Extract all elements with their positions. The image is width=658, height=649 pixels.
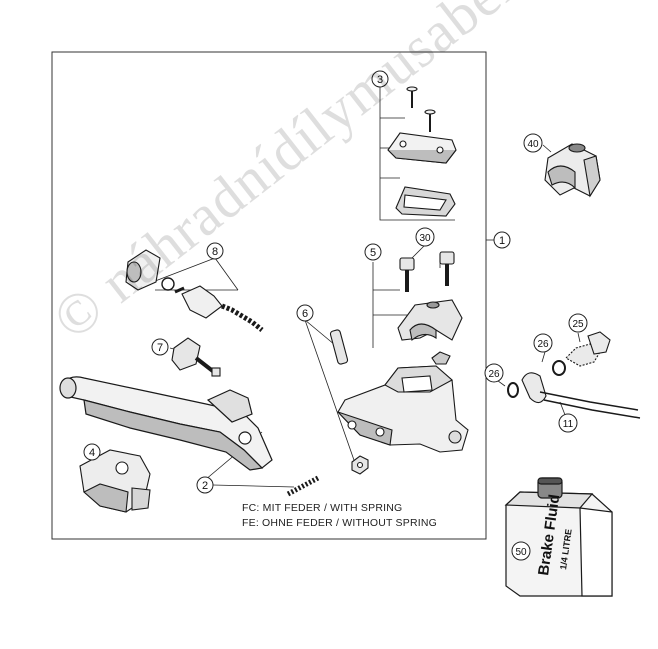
callout-26b: 26 bbox=[533, 333, 553, 353]
callout-4-label: 4 bbox=[89, 447, 95, 459]
part-lever-mount bbox=[79, 449, 151, 513]
part-master-cylinder bbox=[337, 351, 469, 453]
callout-26a: 26 bbox=[484, 363, 504, 383]
callout-6: 6 bbox=[296, 304, 314, 322]
callout-4: 4 bbox=[83, 443, 101, 461]
note-fe: FE: OHNE FEDER / WITHOUT SPRING bbox=[242, 517, 438, 529]
callout-3-label: 3 bbox=[377, 74, 383, 86]
callout-30: 30 bbox=[415, 227, 435, 247]
part-reservoir-cover bbox=[387, 86, 457, 217]
callout-11-label: 11 bbox=[563, 419, 574, 430]
callouts: 1 2 3 4 5 6 7 8 11 25 26 26 30 40 50 bbox=[83, 70, 588, 561]
callout-2-label: 2 bbox=[202, 480, 208, 492]
part-adjuster bbox=[171, 337, 221, 377]
callout-26a-label: 26 bbox=[488, 369, 500, 380]
callout-1-label: 1 bbox=[499, 235, 505, 247]
note-fc: FC: MIT FEDER / WITH SPRING bbox=[242, 502, 403, 514]
callout-1: 1 bbox=[493, 231, 511, 249]
part-brake-fluid-bottle bbox=[504, 477, 613, 597]
callout-5: 5 bbox=[364, 243, 382, 261]
callout-5-label: 5 bbox=[370, 247, 376, 259]
callout-40-label: 40 bbox=[527, 139, 539, 150]
part-piston-set bbox=[125, 249, 264, 332]
callout-11: 11 bbox=[558, 413, 578, 433]
callout-7-label: 7 bbox=[157, 342, 163, 354]
callout-50-label: 50 bbox=[515, 547, 527, 558]
callout-3: 3 bbox=[371, 70, 389, 88]
callout-25-label: 25 bbox=[572, 319, 584, 330]
part-clamp-40 bbox=[544, 143, 601, 198]
part-brake-lever bbox=[59, 376, 273, 471]
part-clamp-bolts bbox=[397, 251, 463, 342]
callout-8: 8 bbox=[206, 242, 224, 260]
diagram-frame bbox=[51, 51, 487, 540]
callout-7: 7 bbox=[151, 338, 169, 356]
callout-30-label: 30 bbox=[419, 233, 431, 244]
callout-40: 40 bbox=[523, 133, 543, 153]
callout-50: 50 bbox=[511, 541, 531, 561]
part-adjust-screw bbox=[329, 329, 369, 475]
callout-8-label: 8 bbox=[212, 246, 218, 258]
callout-6-label: 6 bbox=[302, 308, 308, 320]
part-hose-assembly bbox=[507, 331, 641, 419]
callout-26b-label: 26 bbox=[537, 339, 549, 350]
callout-2: 2 bbox=[196, 476, 214, 494]
part-spring bbox=[286, 475, 320, 497]
callout-25: 25 bbox=[568, 313, 588, 333]
